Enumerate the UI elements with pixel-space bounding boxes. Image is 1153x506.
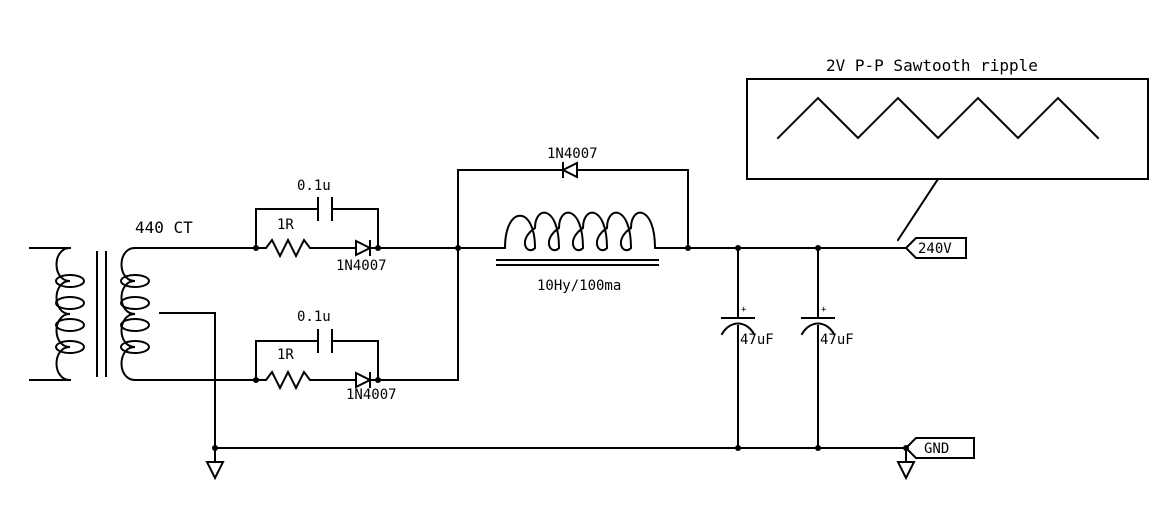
ground-symbol-right-icon	[896, 447, 916, 481]
upper-diode-label: 1N4007	[336, 258, 387, 274]
transformer-label: 440 CT	[135, 218, 193, 237]
ripple-annotation: 2V P-P Sawtooth ripple	[746, 56, 1149, 242]
lower-res-label: 1R	[277, 347, 294, 363]
port-gnd: GND	[904, 437, 975, 459]
port-gnd-label: GND	[924, 441, 949, 457]
capacitor-2: + 47uF	[800, 247, 854, 449]
upper-cap-label: 0.1u	[297, 178, 331, 194]
choke: 1N4007 10Hy/100ma	[457, 146, 689, 294]
ground-symbol-left-icon	[205, 447, 225, 481]
ripple-leader-line	[896, 177, 940, 242]
port-240v: 240V	[904, 237, 967, 259]
cap2-label: 47uF	[820, 332, 854, 348]
port-240v-label: 240V	[918, 241, 952, 257]
capacitor-1: + 47uF	[720, 247, 774, 449]
upper-branch: 0.1u 1R 1N4007	[253, 178, 459, 274]
upper-res-label: 1R	[277, 217, 294, 233]
ripple-title: 2V P-P Sawtooth ripple	[826, 56, 1038, 75]
transformer: 440 CT	[29, 218, 257, 449]
cap1-label: 47uF	[740, 332, 774, 348]
ripple-box	[746, 78, 1149, 180]
cap2-polarity: +	[821, 305, 827, 315]
lower-diode-label: 1N4007	[346, 387, 397, 403]
choke-label: 10Hy/100ma	[537, 278, 621, 294]
lower-branch: 0.1u 1R 1N4007	[253, 247, 459, 403]
sawtooth-wave-icon	[776, 96, 1100, 140]
cap1-polarity: +	[741, 305, 747, 315]
lower-cap-label: 0.1u	[297, 309, 331, 325]
bypass-diode-label: 1N4007	[547, 146, 598, 162]
